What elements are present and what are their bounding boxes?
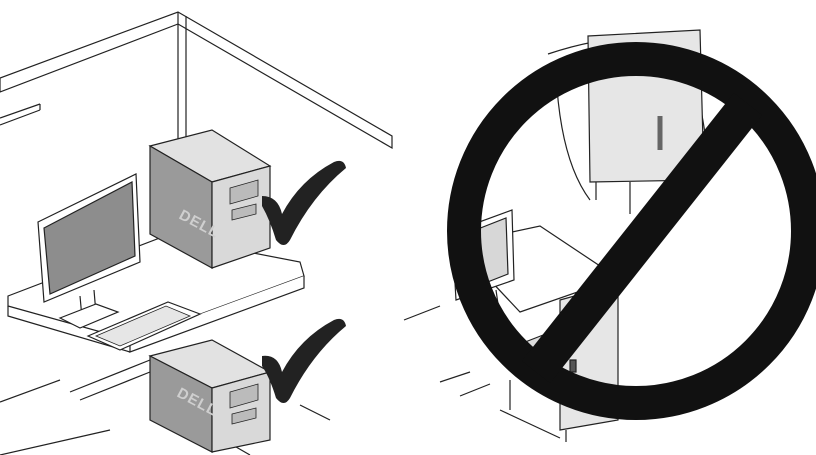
under-desk-floor — [69, 359, 151, 401]
monitor — [37, 173, 141, 329]
keyboard — [86, 301, 202, 351]
upper-tower: DELL — [148, 129, 272, 270]
right-panel-incorrect-placement — [403, 29, 816, 442]
left-panel-correct-placement: DELL DELL — [0, 11, 393, 455]
lower-tower: DELL — [148, 339, 272, 453]
checkmark-icon — [262, 318, 346, 403]
checkmark-icon — [262, 160, 346, 245]
prohibition-icon — [447, 42, 816, 420]
